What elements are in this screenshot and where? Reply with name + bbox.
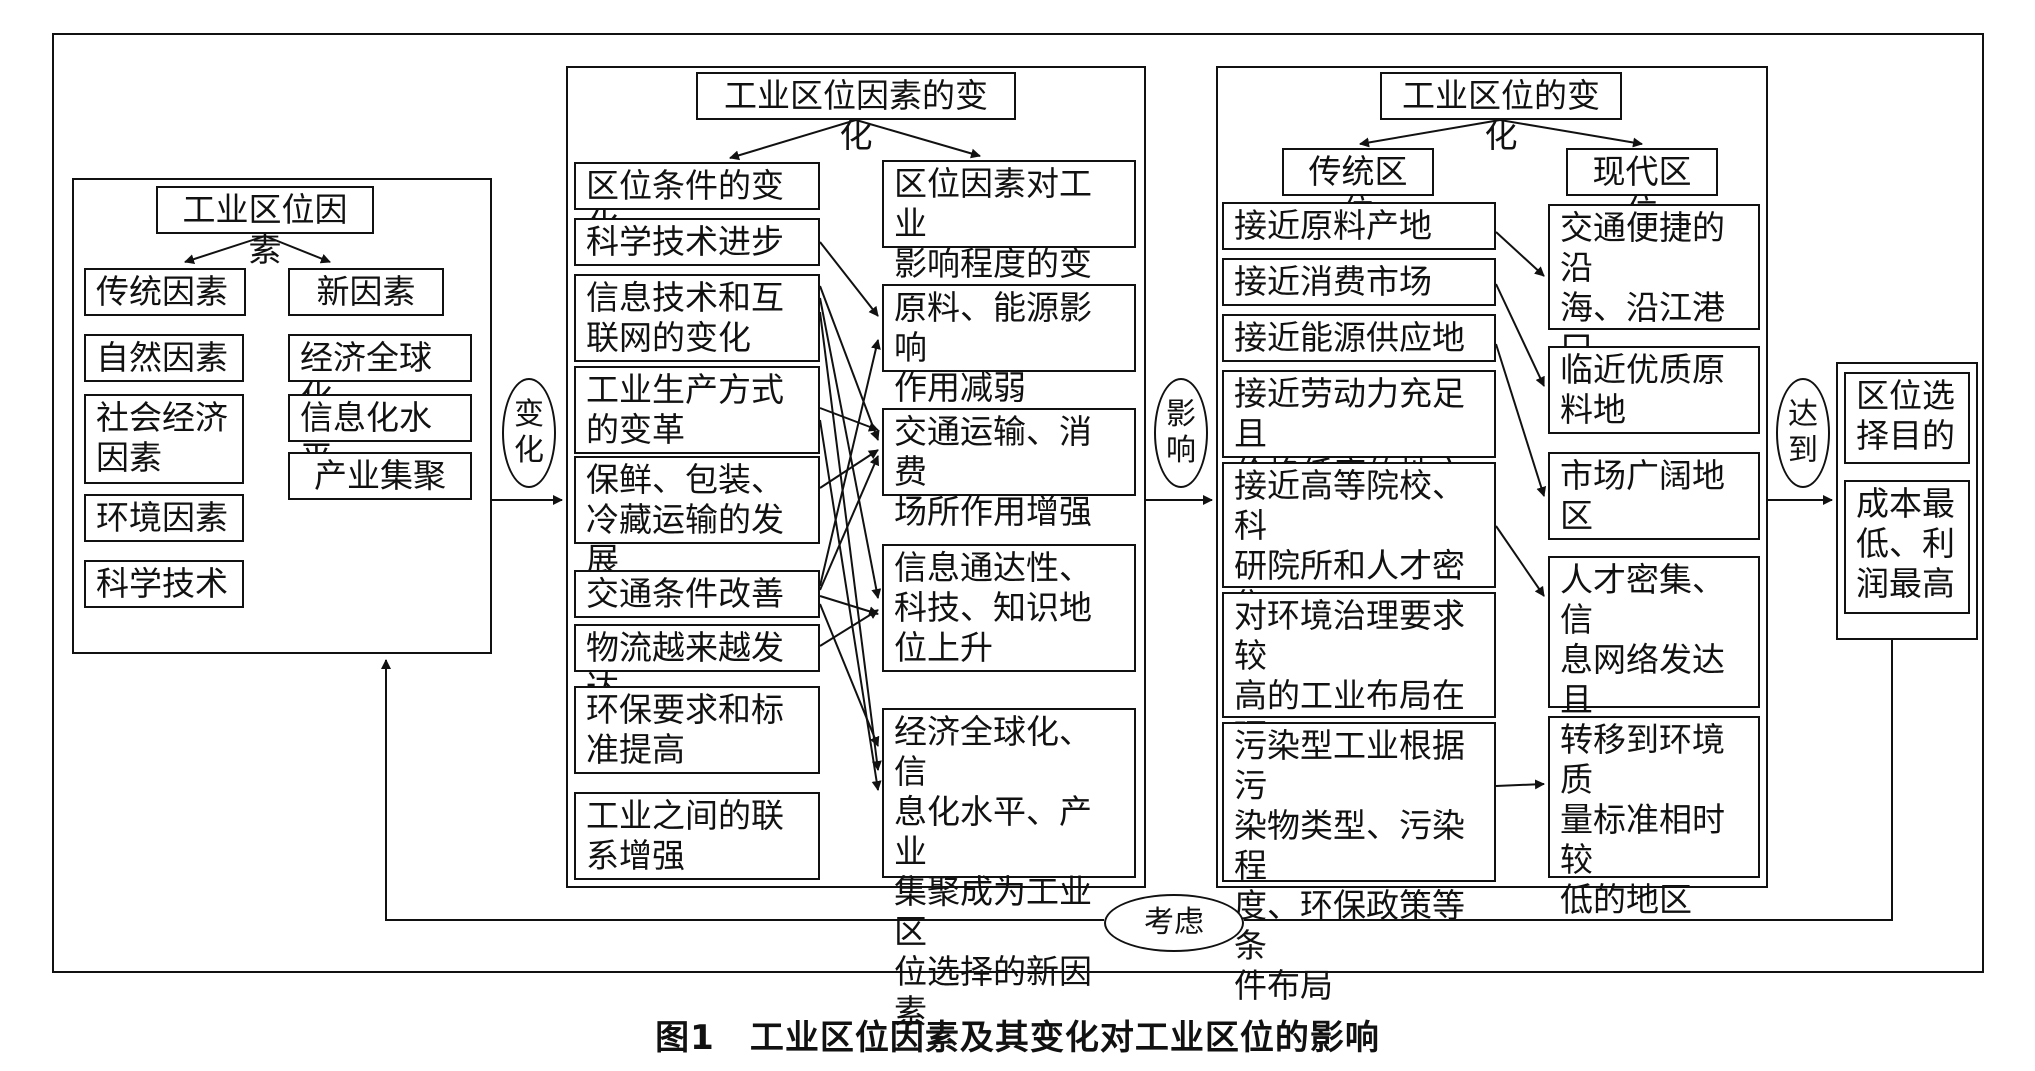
factor-socioeconomic: 社会经济 因素 [84, 394, 244, 484]
modern-coastal-ports: 交通便捷的沿 海、沿江港口 布局 [1548, 204, 1760, 407]
panel-location-goal [1836, 362, 1978, 640]
trad-near-raw-materials: 接近原料产地 [1222, 202, 1496, 250]
panel-location-factors [72, 178, 492, 654]
factor-natural: 自然因素 [84, 334, 244, 382]
label-achieve: 达 到 [1776, 378, 1830, 488]
diagram-outer-frame [52, 33, 1984, 973]
label-influence: 影 响 [1154, 378, 1208, 488]
goal-min-cost-max-profit: 成本最 低、利 润最高 [1844, 480, 1970, 614]
panel-location-changes [1216, 66, 1768, 888]
trad-polluting-industry-layout: 污染型工业根据污 染物类型、污染程 度、环保政策等条 件布局 [1222, 722, 1496, 1005]
traditional-factors: 传统因素 [84, 268, 246, 316]
panel3-title: 工业区位的变化 [1380, 72, 1622, 155]
modern-location-title: 现代区位 [1566, 148, 1718, 231]
modern-quality-raw-materials: 临近优质原 料地 [1548, 346, 1760, 434]
effect-information-knowledge-rising: 信息通达性、 科技、知识地 位上升 [882, 544, 1136, 672]
cond-it-internet: 信息技术和互 联网的变化 [574, 274, 820, 362]
cond-environmental-standards: 环保要求和标 准提高 [574, 686, 820, 774]
cond-sci-tech-progress: 科学技术进步 [574, 218, 820, 266]
goal-location-choice: 区位选 择目的 [1844, 372, 1970, 464]
panel2-title: 工业区位因素的变化 [696, 72, 1016, 155]
new-factors: 新因素 [288, 268, 444, 316]
label-consider: 考虑 [1104, 894, 1244, 952]
figure-caption: 图1 工业区位因素及其变化对工业区位的影响 [655, 1018, 1380, 1058]
panel-factor-changes [566, 66, 1146, 888]
trad-near-consumer-market: 接近消费市场 [1222, 258, 1496, 306]
cond-traffic-improvement: 交通条件改善 [574, 570, 820, 618]
effect-transport-consumption-strengthened: 交通运输、消费 场所作用增强 [882, 408, 1136, 531]
trad-near-energy-supply: 接近能源供应地 [1222, 314, 1496, 362]
factor-environment: 环境因素 [84, 494, 244, 542]
effect-raw-energy-weakened: 原料、能源影响 作用减弱 [882, 284, 1136, 407]
modern-broad-market: 市场广阔地区 [1548, 452, 1760, 540]
cond-industry-linkage: 工业之间的联 系增强 [574, 792, 820, 880]
label-change: 变 化 [502, 378, 556, 488]
modern-lower-environmental-standards: 转移到环境质 量标准相时较 低的地区 [1548, 716, 1760, 919]
traditional-location-title: 传统区位 [1282, 148, 1434, 231]
cond-production-mode: 工业生产方式 的变革 [574, 366, 820, 454]
factor-science-technology: 科学技术 [84, 560, 244, 608]
factor-industrial-agglomeration: 产业集聚 [288, 452, 472, 500]
effect-new-factors: 经济全球化、信 息化水平、产业 集聚成为工业区 位选择的新因素 [882, 708, 1136, 1031]
